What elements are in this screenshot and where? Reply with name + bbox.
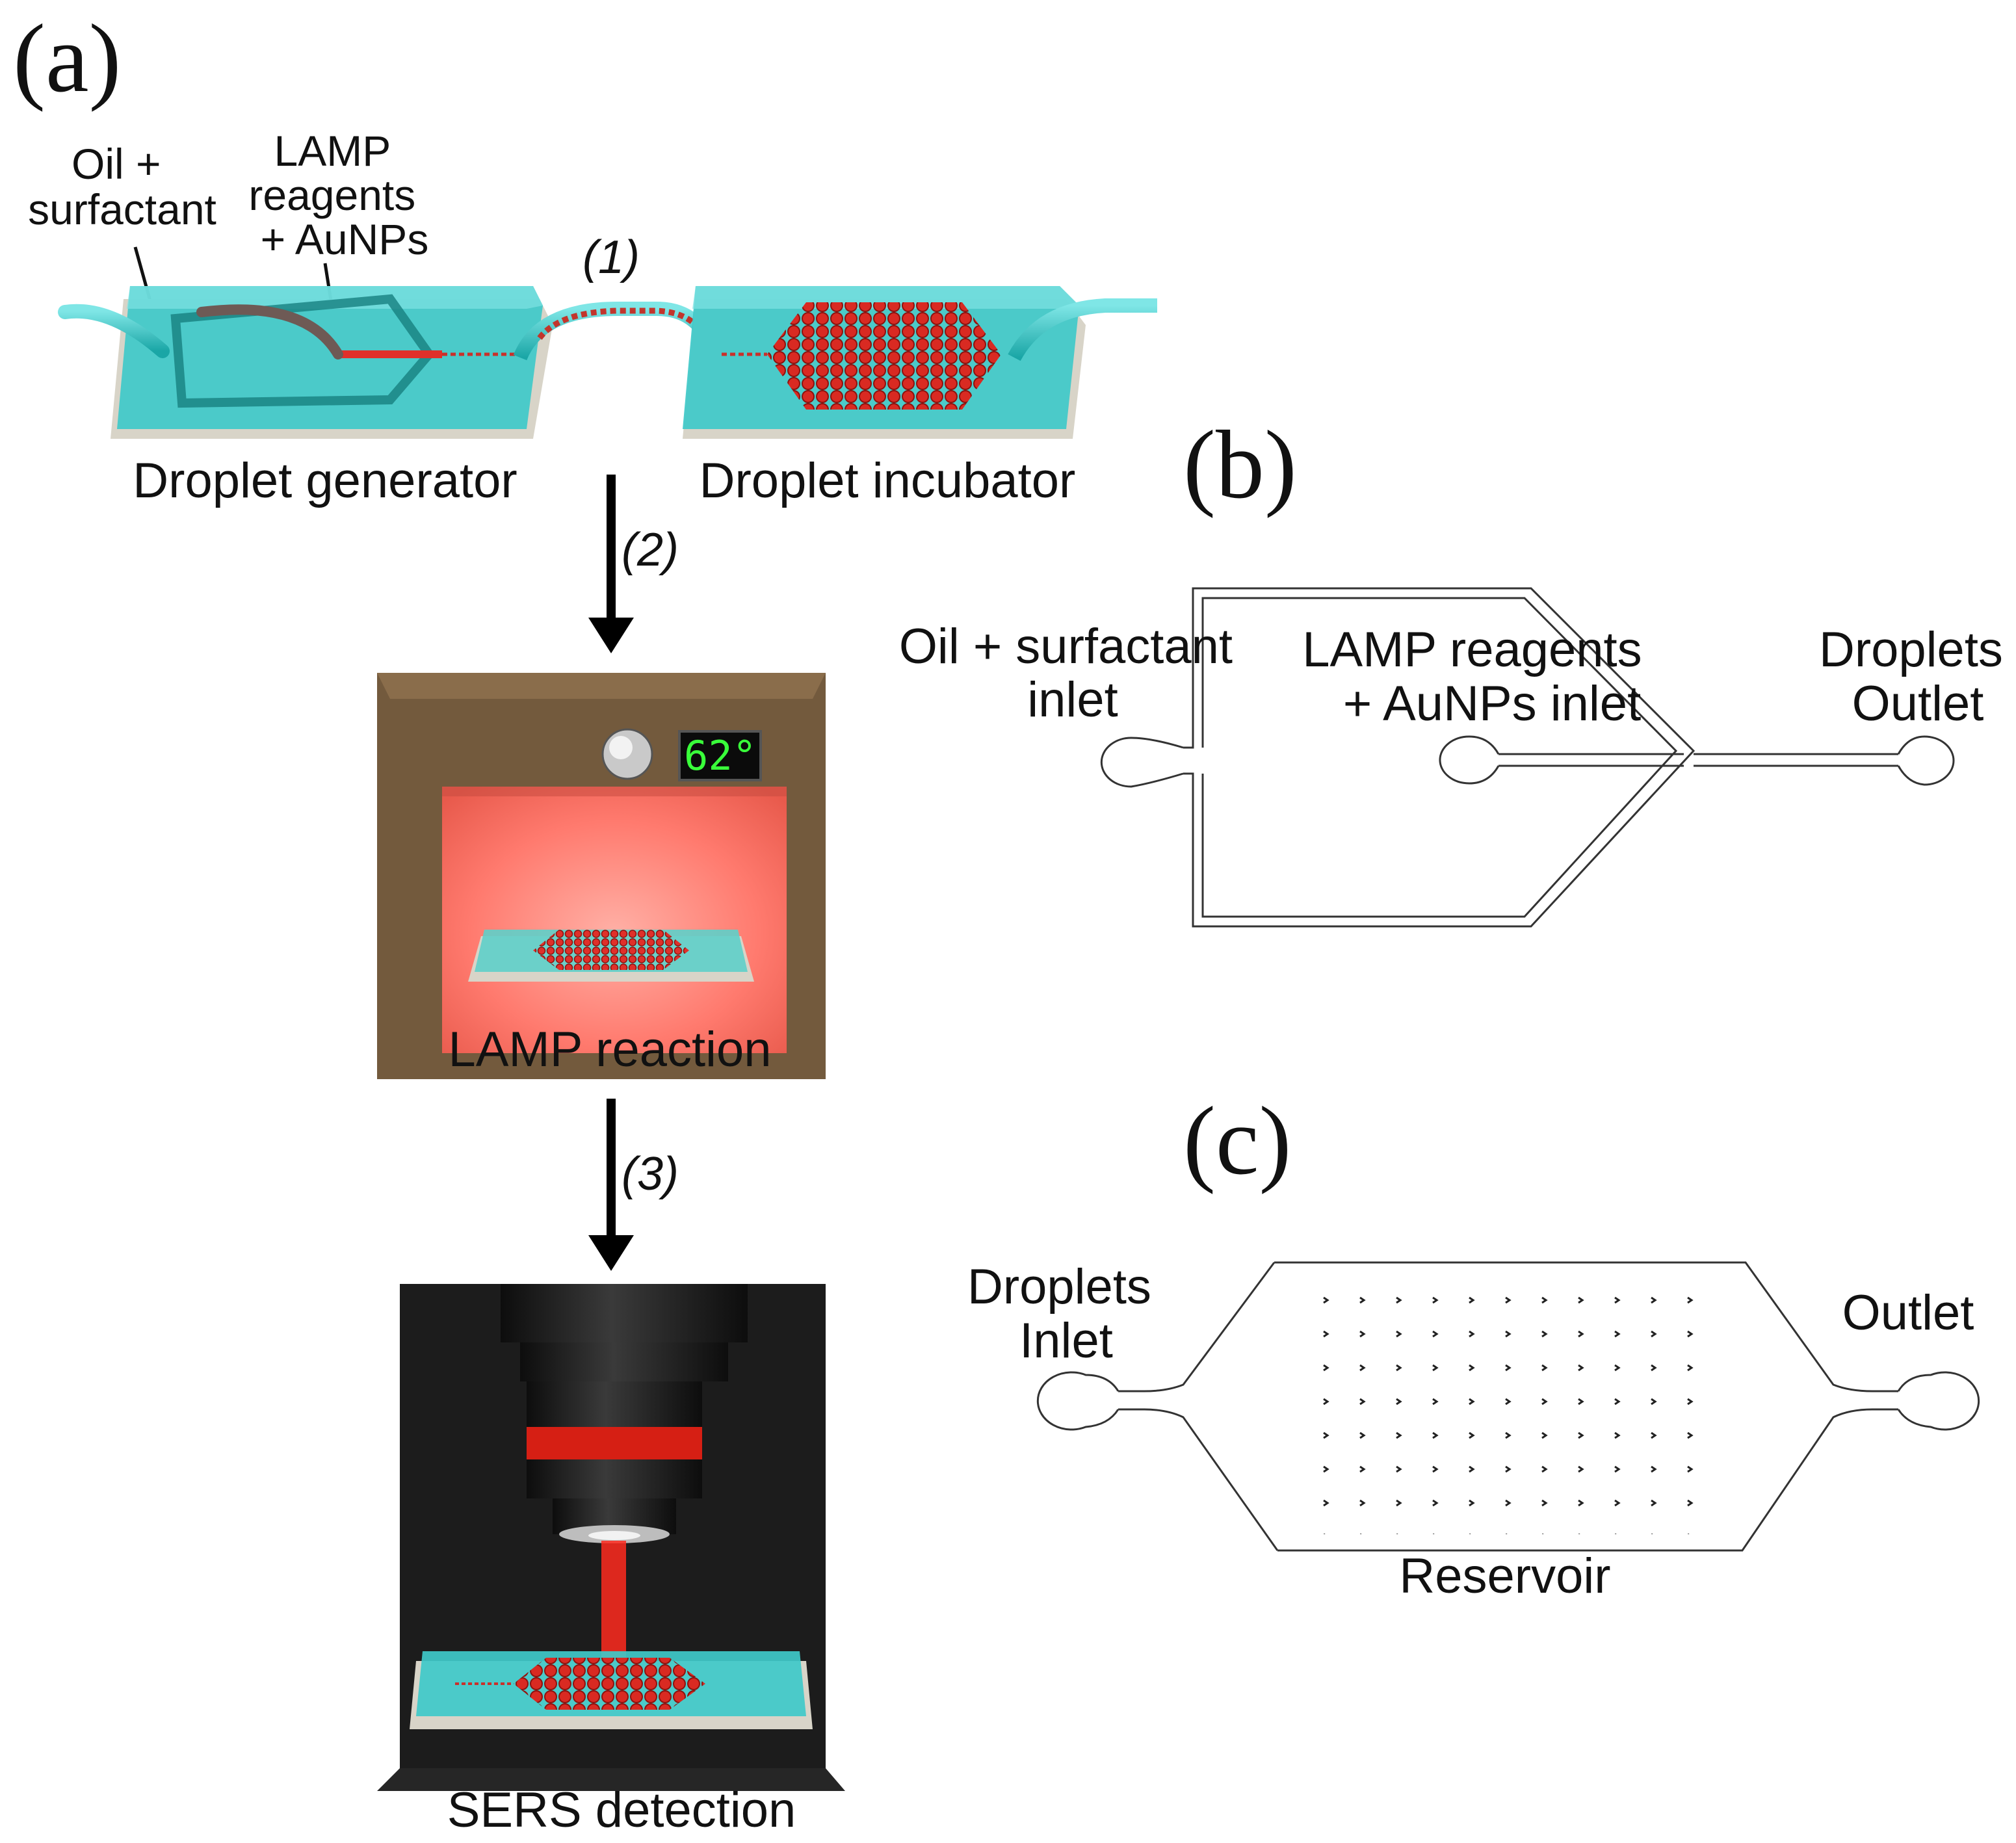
panel-c-letter: (c) bbox=[1183, 1087, 1291, 1195]
reservoir-label: Reservoir bbox=[1399, 1549, 1610, 1604]
oil-surfactant-label: Oil + surfactant bbox=[28, 140, 216, 233]
lamp-reagents-label: LAMP reagents + AuNPs bbox=[248, 127, 428, 263]
incubator-outlet-label: Outlet bbox=[1842, 1285, 1974, 1340]
droplets-outlet-label: Droplets Outlet bbox=[1819, 622, 2016, 731]
panel-a-letter: (a) bbox=[13, 5, 121, 112]
arrow-step-2 bbox=[588, 475, 634, 653]
step-1-label: (1) bbox=[583, 231, 640, 283]
droplet-outlet-port bbox=[1897, 735, 1955, 786]
lamp-reaction-label: LAMP reaction bbox=[448, 1022, 771, 1077]
oven-display bbox=[678, 730, 762, 781]
droplet-incubator-label: Droplet incubator bbox=[700, 453, 1076, 508]
panel-b-letter: (b) bbox=[1183, 411, 1297, 519]
step-3-label: (3) bbox=[622, 1148, 679, 1200]
incubator-inlet-port bbox=[1036, 1371, 1119, 1431]
lamp-oven: 62° bbox=[377, 673, 826, 1079]
droplet-generator-chip bbox=[58, 286, 553, 439]
oil-inlet-label: Oil + surfactant inlet bbox=[899, 619, 1246, 727]
incubator-outlet-port bbox=[1897, 1371, 1980, 1431]
oven-temperature-readout: 62° bbox=[684, 732, 757, 779]
droplet-generator-label: Droplet generator bbox=[133, 453, 517, 508]
step-2-label: (2) bbox=[622, 524, 679, 576]
oil-inlet-port bbox=[1100, 737, 1184, 788]
oven-chamber bbox=[442, 787, 787, 1053]
lamp-inlet-label: LAMP reagents + AuNPs inlet bbox=[1302, 622, 1656, 731]
sers-detection-label: SERS detection bbox=[447, 1783, 796, 1838]
droplet-incubator-chip bbox=[683, 286, 1157, 439]
objective-top bbox=[501, 1284, 748, 1342]
objective-red-ring bbox=[527, 1427, 702, 1459]
droplet-generator-layout bbox=[1100, 587, 1955, 928]
droplets-inlet-label: Droplets Inlet bbox=[967, 1259, 1165, 1368]
arrow-step-3 bbox=[588, 1099, 634, 1271]
lamp-inlet-port bbox=[1439, 735, 1500, 785]
sers-enclosure bbox=[377, 1284, 845, 1791]
reservoir-pillars bbox=[1303, 1274, 1700, 1534]
droplet-incubator-layout bbox=[1036, 1261, 1980, 1552]
